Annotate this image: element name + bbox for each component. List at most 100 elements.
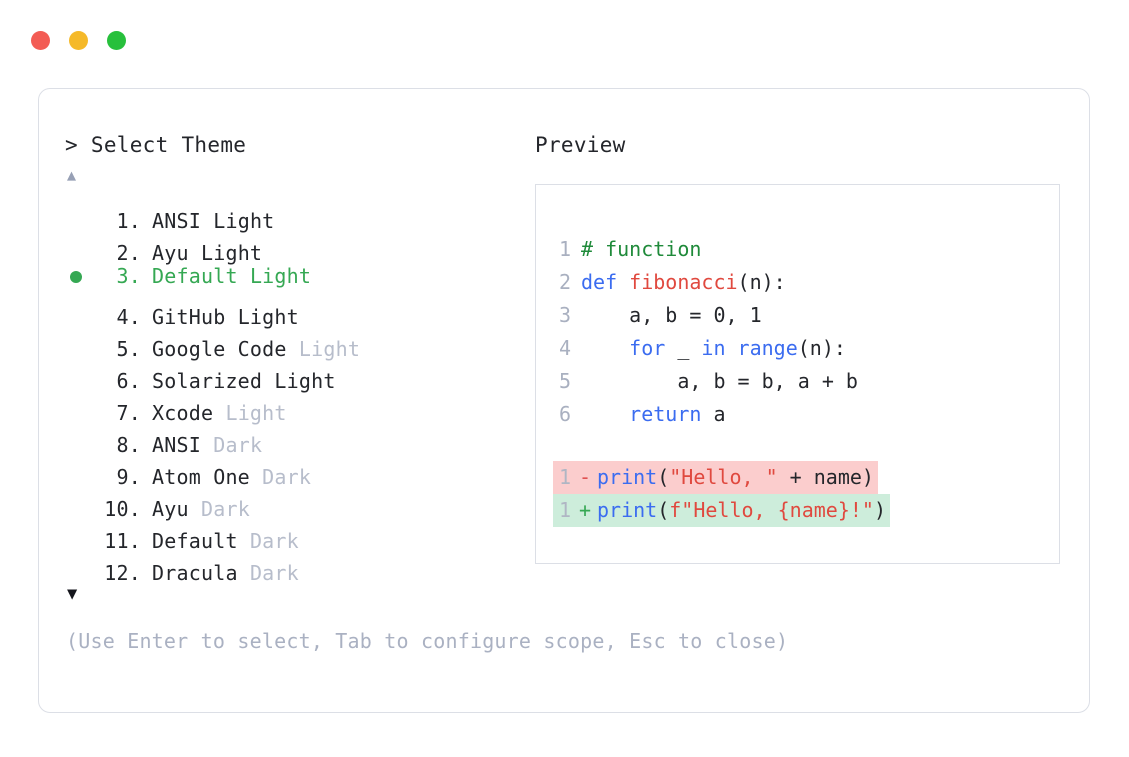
- theme-item-index: 9.: [116, 465, 141, 489]
- theme-item-variant: Light: [249, 264, 312, 288]
- code-token: (n):: [737, 270, 786, 294]
- theme-list-item[interactable]: 2.Ayu Light: [65, 228, 535, 265]
- theme-item-name: Solarized Light: [152, 369, 336, 393]
- diff-marker: -: [579, 465, 592, 489]
- code-token: (: [657, 498, 670, 522]
- code-token: ): [873, 498, 887, 522]
- diff-line-text: print("Hello, " + name): [589, 461, 878, 494]
- code-token: # function: [581, 237, 702, 261]
- theme-list-item[interactable]: 7. Xcode Light: [65, 388, 535, 425]
- theme-item-index: 7.: [116, 401, 141, 425]
- theme-item-index: 5.: [116, 337, 141, 361]
- line-number: 2: [558, 270, 571, 294]
- line-number: 6: [558, 402, 571, 426]
- code-token: (n):: [797, 336, 846, 360]
- theme-item-variant: Light: [237, 305, 299, 329]
- theme-item-variant: Dark: [249, 529, 299, 553]
- code-token: _: [665, 336, 702, 360]
- scroll-down-icon[interactable]: ▼: [67, 584, 78, 604]
- code-line: 6 return a: [553, 398, 1053, 431]
- bullet-placeholder: [65, 452, 95, 484]
- theme-list-item[interactable]: 3.Default Light: [65, 260, 535, 292]
- theme-item-variant: Light: [298, 337, 361, 361]
- theme-item-name: Google Code Light: [152, 337, 361, 361]
- code-token: range: [737, 336, 798, 360]
- window-traffic-lights: [31, 31, 126, 50]
- code-token: "Hello, ": [669, 465, 778, 489]
- line-number: 5: [558, 369, 571, 393]
- theme-item-index: 4.: [116, 305, 141, 329]
- theme-item-index: 3.: [116, 264, 141, 288]
- line-number: 1: [558, 465, 571, 489]
- theme-item-name: Atom One Dark: [152, 465, 312, 489]
- theme-item-variant: Light: [213, 209, 275, 233]
- theme-list-item[interactable]: 4. GitHub Light: [65, 292, 535, 329]
- bullet-placeholder: [65, 548, 95, 580]
- theme-item-index: 11.: [104, 529, 141, 553]
- line-number: 4: [558, 336, 571, 360]
- theme-list-item[interactable]: 9. Atom One Dark: [65, 452, 535, 489]
- code-line-text: a, b = b, a + b: [571, 365, 858, 398]
- theme-item-name: Ayu Dark: [152, 497, 250, 521]
- theme-item-variant: Light: [274, 369, 336, 393]
- close-button[interactable]: [31, 31, 50, 50]
- bullet-placeholder: [65, 228, 95, 260]
- theme-list-item[interactable]: 1.ANSI Light: [65, 196, 535, 233]
- code-token: + name): [777, 465, 874, 489]
- theme-list-item[interactable]: 8.ANSI Dark: [65, 420, 535, 457]
- code-token: return: [629, 402, 702, 426]
- diff-line-text: print(f"Hello, {name}!"): [589, 494, 890, 527]
- select-theme-prompt: > Select Theme: [65, 133, 247, 157]
- code-token: in: [701, 336, 738, 360]
- code-line-text: return a: [571, 398, 726, 431]
- code-token: [581, 402, 629, 426]
- code-line: 4 for _ in range(n):: [553, 332, 1053, 365]
- bullet-placeholder: [65, 356, 95, 388]
- theme-item-name: Xcode Light: [152, 401, 287, 425]
- code-token: a: [701, 402, 726, 426]
- theme-item-variant: Dark: [249, 561, 299, 585]
- code-token: f"Hello, {name}!": [669, 498, 874, 522]
- bullet-placeholder: [65, 196, 95, 228]
- maximize-button[interactable]: [107, 31, 126, 50]
- diff-removed-line: 1-print("Hello, " + name): [553, 461, 878, 494]
- preview-title: Preview: [535, 133, 626, 157]
- diff-marker: +: [579, 498, 592, 522]
- line-number: 1: [558, 498, 571, 522]
- theme-list-item[interactable]: 6. Solarized Light: [65, 356, 535, 393]
- scroll-up-icon[interactable]: ▲: [67, 166, 77, 184]
- bullet-placeholder: [65, 292, 95, 324]
- theme-item-index: 2.: [116, 241, 141, 265]
- bullet-placeholder: [65, 388, 95, 420]
- code-line: 1# function: [553, 233, 1053, 266]
- minimize-button[interactable]: [69, 31, 88, 50]
- theme-list-item[interactable]: 11. Default Dark: [65, 516, 535, 553]
- theme-item-name: GitHub Light: [152, 305, 299, 329]
- code-token: def: [581, 270, 630, 294]
- theme-item-index: 12.: [104, 561, 141, 585]
- theme-item-index: 8.: [116, 433, 141, 457]
- code-token: (: [657, 465, 670, 489]
- theme-item-name: Default Dark: [152, 529, 299, 553]
- theme-item-index: 6.: [116, 369, 141, 393]
- bullet-placeholder: [65, 484, 95, 516]
- code-token: print: [597, 498, 658, 522]
- theme-item-variant: Light: [225, 401, 287, 425]
- code-line-text: # function: [571, 233, 701, 266]
- bullet-placeholder: [65, 324, 95, 356]
- selected-dot-icon: [70, 271, 82, 283]
- code-line: 3 a, b = 0, 1: [553, 299, 1053, 332]
- bullet-placeholder: [65, 420, 95, 452]
- selected-bullet-icon: [65, 261, 95, 293]
- theme-item-variant: Dark: [262, 465, 312, 489]
- code-token: a, b = b, a + b: [581, 369, 858, 393]
- theme-list-item[interactable]: 5. Google Code Light: [65, 324, 535, 361]
- theme-list-item[interactable]: 10.Ayu Dark: [65, 484, 535, 521]
- code-line: 5 a, b = b, a + b: [553, 365, 1053, 398]
- theme-list-item[interactable]: 12.Dracula Dark: [65, 548, 535, 585]
